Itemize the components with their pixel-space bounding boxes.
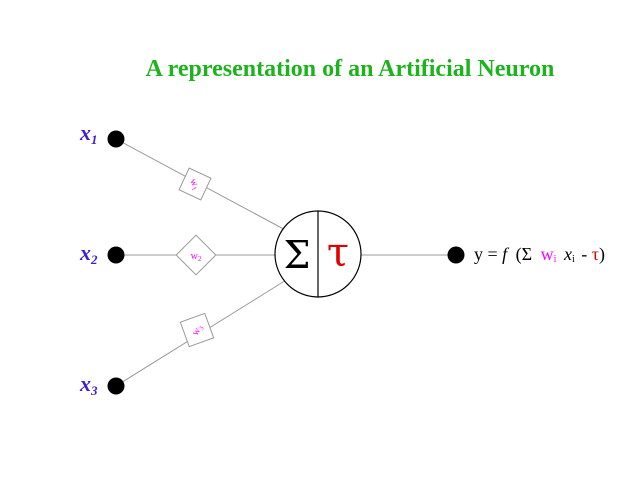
input-label-x2: x2 <box>79 240 98 267</box>
svg-text:w1: w1 <box>186 177 202 193</box>
input-label-x3: x3 <box>79 371 98 398</box>
diagram-title: A representation of an Artificial Neuron <box>146 56 555 82</box>
input-node-x3 <box>107 377 125 395</box>
output-formula: y = f (Σ wi xi - τ) <box>474 244 605 266</box>
input-node-x1 <box>107 130 125 148</box>
svg-text:w3: w3 <box>190 322 206 338</box>
svg-text:w2: w2 <box>191 251 202 263</box>
summation-symbol: Σ <box>284 233 311 277</box>
input-nodes <box>107 130 125 395</box>
output-node <box>447 246 465 264</box>
input-node-x2 <box>107 246 125 264</box>
weight-box-w2: w2 <box>175 234 217 276</box>
neuron: Σ τ <box>274 210 362 298</box>
weight-box-w3: w3 <box>179 312 215 348</box>
threshold-symbol: τ <box>327 230 349 276</box>
input-label-x1: x1 <box>79 120 98 147</box>
weight-box-w1: w1 <box>178 167 212 201</box>
